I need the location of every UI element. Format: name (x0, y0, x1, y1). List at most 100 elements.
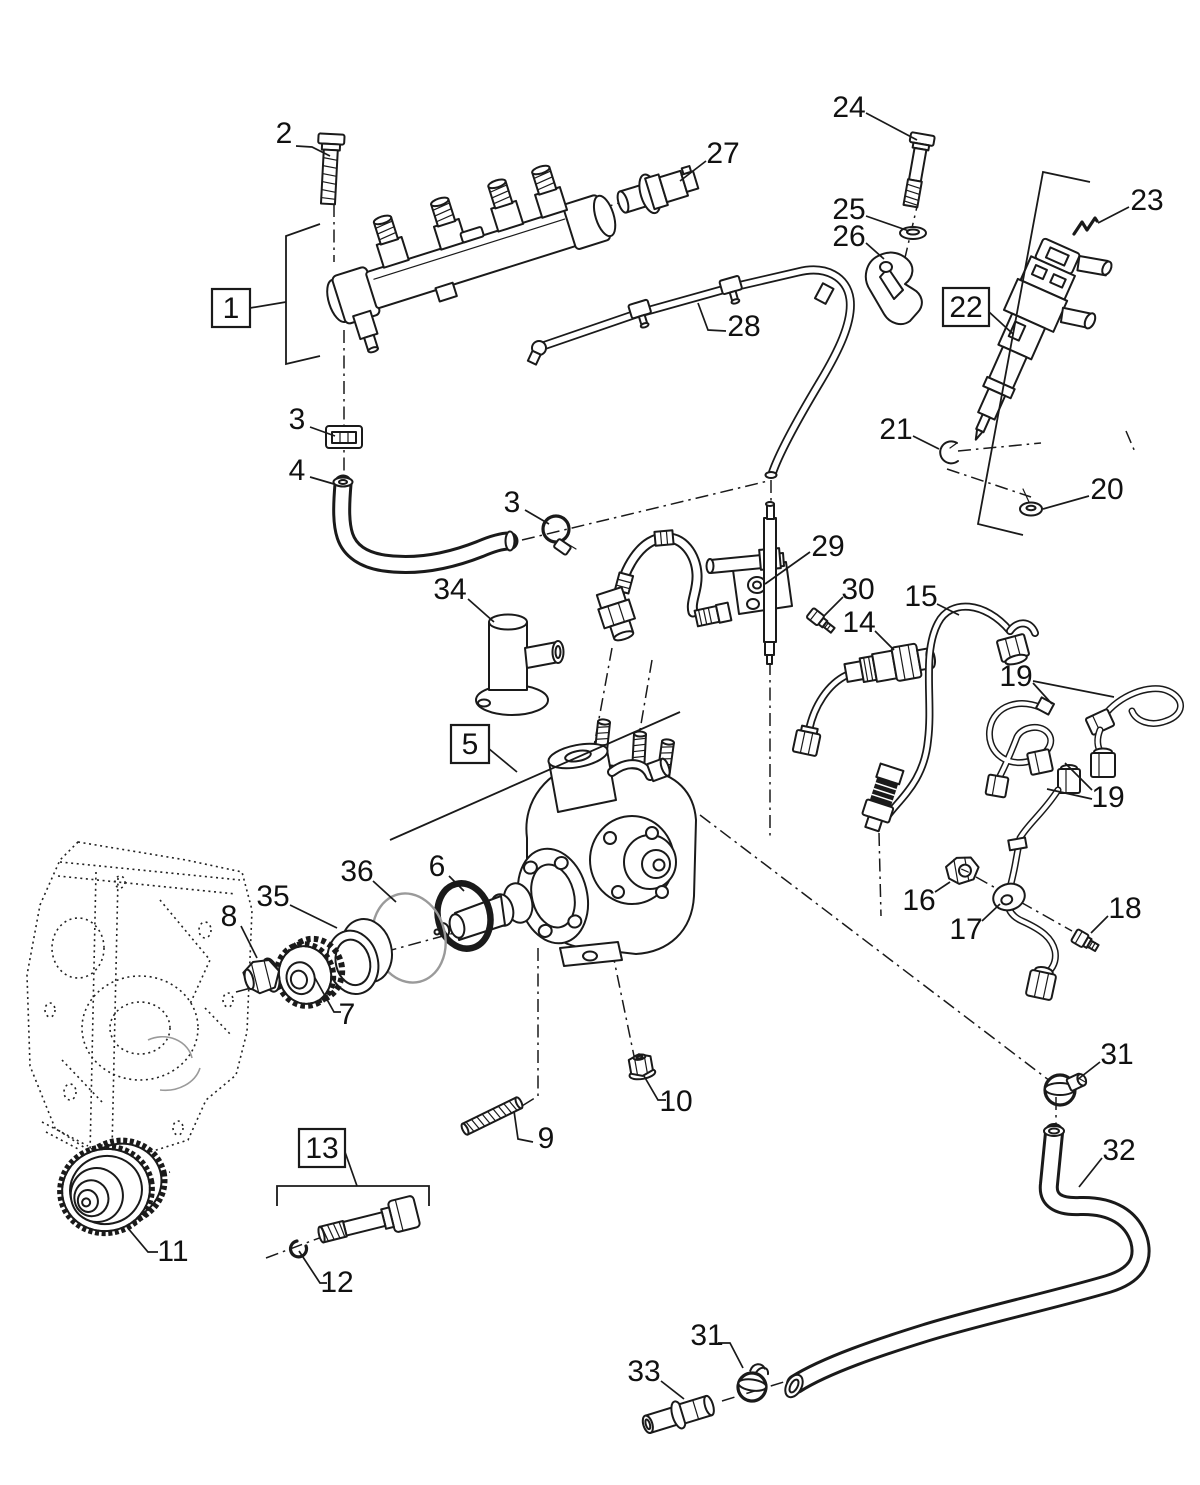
leader-line-10 (643, 1075, 666, 1101)
pressure-sensor-27 (616, 165, 700, 215)
callout-number-17: 17 (949, 913, 982, 946)
callout-number-8: 8 (221, 900, 238, 933)
leader-line-2 (295, 145, 331, 157)
washer-12 (288, 1239, 309, 1259)
leader-line-31 (718, 1342, 744, 1369)
construction-axis-line (957, 442, 1042, 452)
callout-leaders (126, 112, 1130, 1400)
leader-line-4 (309, 476, 335, 485)
fuel-pipe-14 (791, 642, 936, 757)
leader-line-19 (1032, 680, 1115, 698)
construction-axis-line (946, 468, 1032, 498)
leader-line-15 (936, 603, 960, 616)
fuel-return-pipe-28 (526, 265, 855, 479)
callout-number-9: 9 (538, 1122, 555, 1155)
leader-line-25 (865, 215, 910, 232)
callout-number-2: 2 (276, 117, 293, 150)
construction-axis-line (521, 480, 769, 541)
leader-line-26 (865, 242, 885, 260)
leader-line-29 (764, 551, 811, 585)
construction-axis-line (878, 832, 882, 917)
leader-line-13 (344, 1151, 358, 1187)
construction-axis-line (521, 948, 539, 1107)
bolt-13 (317, 1195, 421, 1244)
callout-number-26: 26 (832, 220, 865, 253)
clamp-17 (992, 882, 1026, 912)
clamp-26 (864, 251, 923, 326)
callout-number-7: 7 (339, 998, 356, 1031)
callout-number-34: 34 (433, 573, 466, 606)
leader-line-5 (487, 747, 518, 773)
construction-axis-line (639, 659, 653, 731)
callout-number-22: 22 (949, 291, 982, 324)
callout-number-15: 15 (904, 580, 937, 613)
leader-line-32 (1078, 1157, 1103, 1188)
leader-line-14 (874, 630, 895, 651)
leader-line-20 (1042, 495, 1090, 510)
callout-number-5: 5 (462, 728, 479, 761)
fuel-line-15 (861, 602, 1039, 833)
callout-number-6: 6 (429, 850, 446, 883)
callout-number-25: 25 (832, 193, 865, 226)
leader-line-7 (314, 977, 341, 1013)
hose-32 (784, 1123, 1151, 1399)
seal-ring-35 (326, 918, 393, 995)
leader-line-22 (987, 310, 1014, 335)
leader-line-33 (660, 1380, 685, 1400)
callout-number-32: 32 (1102, 1134, 1135, 1167)
callout-number-30: 30 (841, 573, 874, 606)
construction-axis-line (1125, 430, 1136, 453)
callout-box-13 (297, 1127, 347, 1169)
callout-number-19: 19 (1091, 781, 1124, 814)
callout-number-4: 4 (289, 454, 306, 487)
leader-line-17 (981, 903, 1001, 922)
shaft-nut-8 (242, 957, 281, 995)
washer-20 (1019, 488, 1043, 517)
group-bracket-line (285, 223, 321, 366)
clamp-3b (541, 514, 577, 556)
leader-line-21 (912, 435, 940, 450)
callout-number-24: 24 (832, 91, 865, 124)
hose-4 (332, 474, 519, 575)
drive-gear-11 (57, 1137, 168, 1237)
leader-line-9 (513, 1110, 534, 1143)
callout-number-16: 16 (902, 884, 935, 917)
group-bracket-line (389, 711, 681, 841)
leader-line-19 (1032, 682, 1053, 705)
bolt-2 (317, 132, 346, 206)
leader-line-27 (679, 160, 707, 182)
leader-line-3 (309, 426, 336, 437)
leader-line-16 (934, 881, 951, 893)
leader-line-12 (298, 1250, 327, 1284)
group-bracket-line (976, 170, 1091, 536)
callout-number-31: 31 (1100, 1038, 1133, 1071)
block-detail-arc (159, 1067, 201, 1092)
callout-number-29: 29 (811, 530, 844, 563)
callout-box-22 (941, 286, 991, 328)
construction-axis-line (975, 876, 1073, 932)
leader-line-35 (289, 904, 338, 929)
leader-line-34 (467, 598, 495, 623)
leader-line-24 (865, 112, 918, 141)
callout-number-36: 36 (340, 855, 373, 888)
callout-box-1 (210, 287, 252, 329)
callout-number-18: 18 (1108, 892, 1141, 925)
callout-number-3: 3 (289, 403, 306, 436)
leader-line-8 (240, 925, 258, 959)
injection-pipes-19 (984, 685, 1184, 799)
callout-number-23: 23 (1130, 184, 1163, 217)
leader-line-1 (249, 301, 287, 309)
fuel-rail (326, 161, 617, 354)
leader-line-36 (372, 880, 397, 903)
callout-number-20: 20 (1090, 473, 1123, 506)
fitting-assembly-29 (595, 501, 793, 665)
leader-line-11 (126, 1226, 158, 1253)
leader-line-18 (1090, 915, 1109, 934)
screw-18 (1070, 928, 1100, 953)
callout-number-14: 14 (842, 606, 875, 639)
clamp-3a (325, 425, 363, 449)
snap-ring-21 (939, 440, 959, 465)
callout-number-13: 13 (305, 1132, 338, 1165)
